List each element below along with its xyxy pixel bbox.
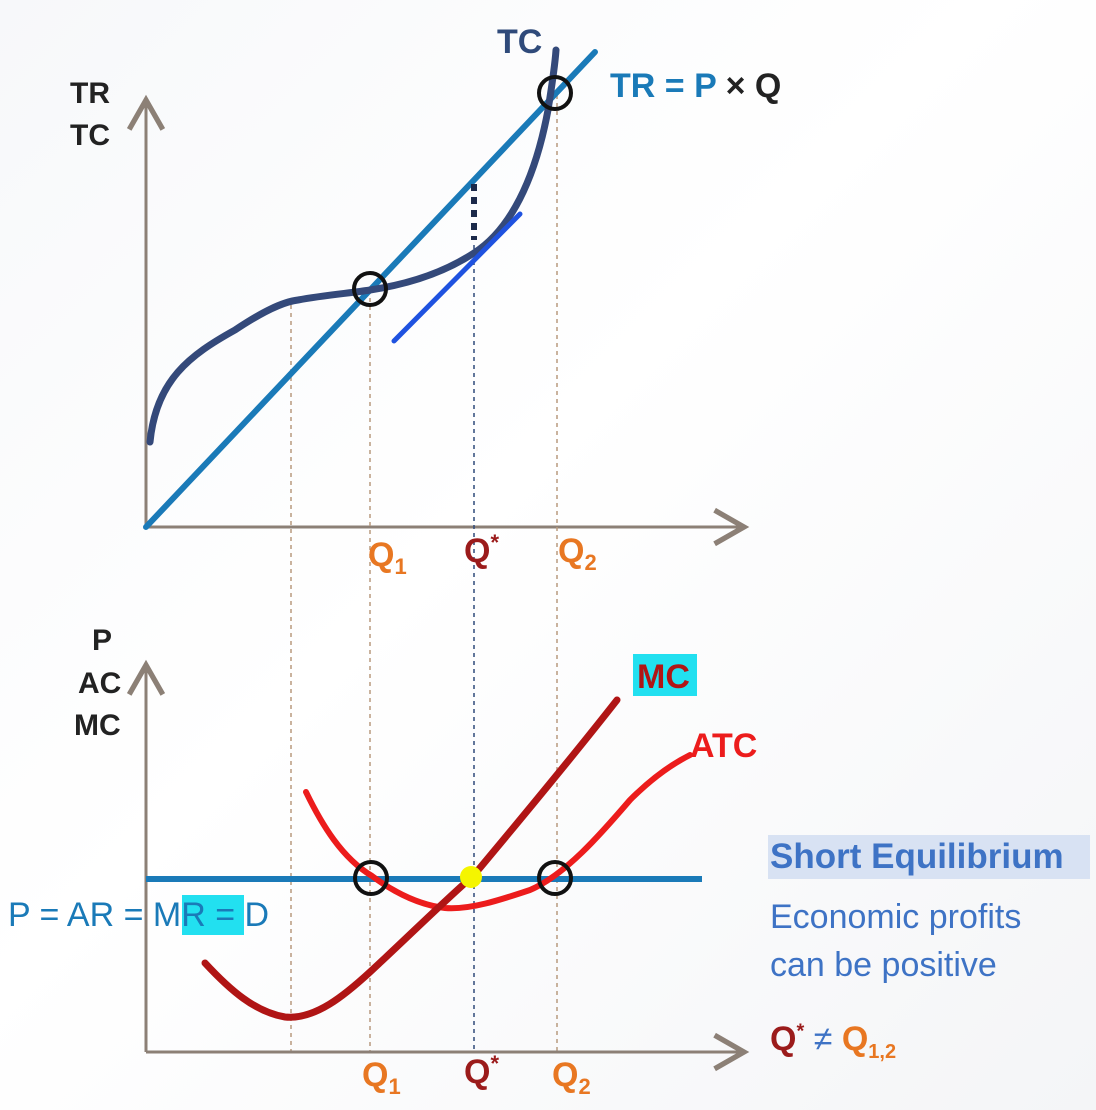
quantity-inequality: Q* ≠ Q1,2 — [770, 1020, 897, 1063]
short-equilibrium-title: Short Equilibrium — [768, 835, 1090, 879]
circle-outline-icon — [537, 75, 573, 111]
price-line-label: P = AR = MR = D — [8, 896, 269, 934]
circle-outline-icon — [353, 860, 389, 896]
mc-label-highlight — [633, 654, 697, 696]
tr-line-label: TR = P × Q — [610, 67, 781, 105]
bottom-y-label-mc: MC — [74, 709, 121, 742]
top-q1-label: Q1 — [368, 536, 407, 579]
bottom-q2-label: Q2 — [552, 1056, 591, 1099]
top-q2-label: Q2 — [558, 532, 597, 575]
tc-curve — [146, 46, 560, 446]
atc-curve — [303, 752, 693, 912]
mc-curve-label: MC — [637, 658, 690, 696]
profit-note-line2: can be positive — [770, 946, 997, 984]
top-y-label-tc: TC — [70, 119, 110, 152]
bottom-y-label-ac: AC — [78, 667, 121, 700]
circle-outline-icon — [537, 860, 573, 896]
atc-curve-label: ATC — [690, 727, 757, 765]
bottom-y-label-p: P — [92, 624, 112, 657]
bottom-q1-label: Q1 — [362, 1056, 401, 1099]
circle-outline-icon — [352, 271, 388, 307]
mc-curve — [201, 696, 621, 1021]
profit-note-line1: Economic profits — [770, 898, 1022, 936]
tangent-line — [391, 211, 523, 344]
tc-curve-label: TC — [497, 23, 542, 61]
top-qstar-label: Q* — [464, 530, 499, 570]
bottom-qstar-label: Q* — [464, 1051, 499, 1091]
yellow-dot-icon — [460, 866, 482, 888]
mr-label-highlight — [182, 895, 244, 935]
top-y-label-tr: TR — [70, 77, 110, 110]
